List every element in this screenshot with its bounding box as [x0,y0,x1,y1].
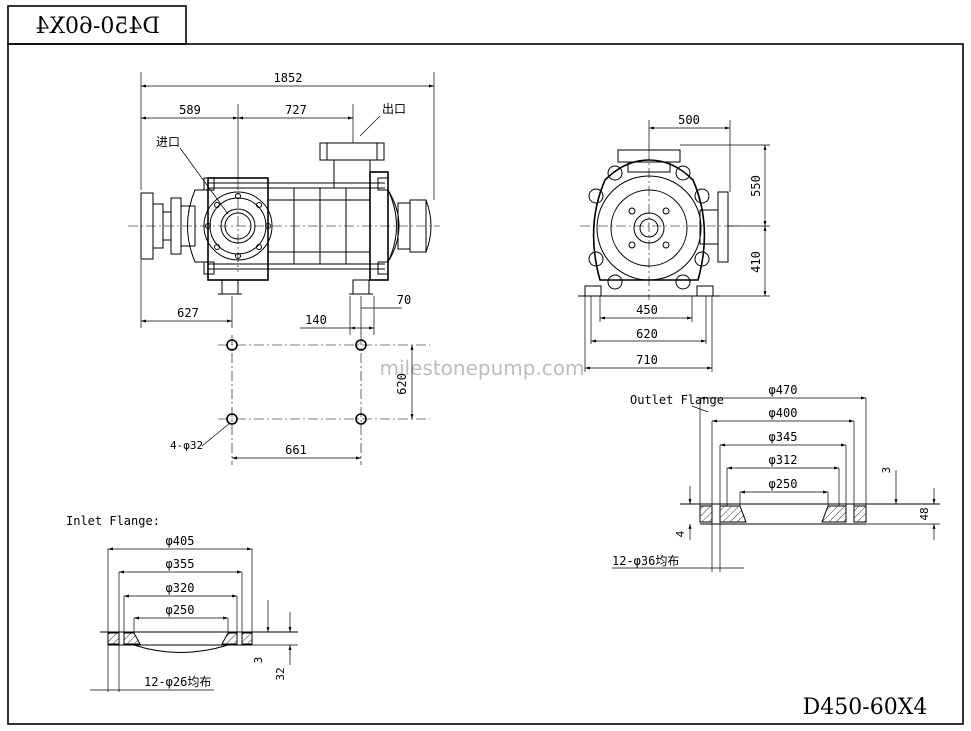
title-box [7,5,187,45]
outlet-bolts: 12-φ36均布 [612,554,679,568]
inlet-d250: φ250 [166,603,195,617]
dim-627: 627 [177,306,199,320]
outlet-label: 出口 [382,102,406,116]
outlet-t3: 3 [880,467,893,474]
outlet-flange-detail: Outlet Flange φ470 φ400 φ345 φ312 φ250 [612,383,940,572]
inlet-t32: 32 [274,667,287,680]
outlet-d345: φ345 [769,430,798,444]
bolt-holes-label: 4-φ32 [170,439,203,452]
dim-70: 70 [397,293,411,307]
inlet-d405: φ405 [166,534,195,548]
inlet-bolts: 12-φ26均布 [144,675,211,689]
outlet-t48: 48 [918,507,931,520]
side-view: 500 550 410 450 620 710 [578,113,770,372]
outlet-d312: φ312 [769,453,798,467]
inlet-label: 进口 [156,135,180,149]
dim-410: 410 [749,251,763,273]
dim-589: 589 [179,103,201,117]
outlet-d400: φ400 [769,406,798,420]
outlet-d470: φ470 [769,383,798,397]
outlet-t4: 4 [674,530,687,537]
inlet-d355: φ355 [166,557,195,571]
inlet-flange-title: Inlet Flange: [66,514,160,528]
inlet-flange-detail: Inlet Flange: φ405 φ355 φ320 φ250 3 32 1… [66,514,298,692]
inlet-d320: φ320 [166,581,195,595]
dim-500: 500 [678,113,700,127]
dim-overall-length: 1852 [274,71,303,85]
dim-620-side: 620 [636,327,658,341]
dim-620-front: 620 [395,373,409,395]
dim-710: 710 [636,353,658,367]
dim-140: 140 [305,313,327,327]
outlet-flange-title: Outlet Flange [630,393,724,407]
sheet-border [7,43,964,725]
inlet-t3: 3 [252,657,265,664]
dim-450: 450 [636,303,658,317]
front-view: 1852 589 727 出口 进口 627 140 70 [128,71,440,465]
dim-661: 661 [285,443,307,457]
dim-550: 550 [749,175,763,197]
watermark: milestonepump.com [380,356,585,380]
dim-727: 727 [285,103,307,117]
model-code-mirrored: D450-60X4 [35,14,160,39]
model-code: D450-60X4 [803,695,928,720]
outlet-d250: φ250 [769,477,798,491]
